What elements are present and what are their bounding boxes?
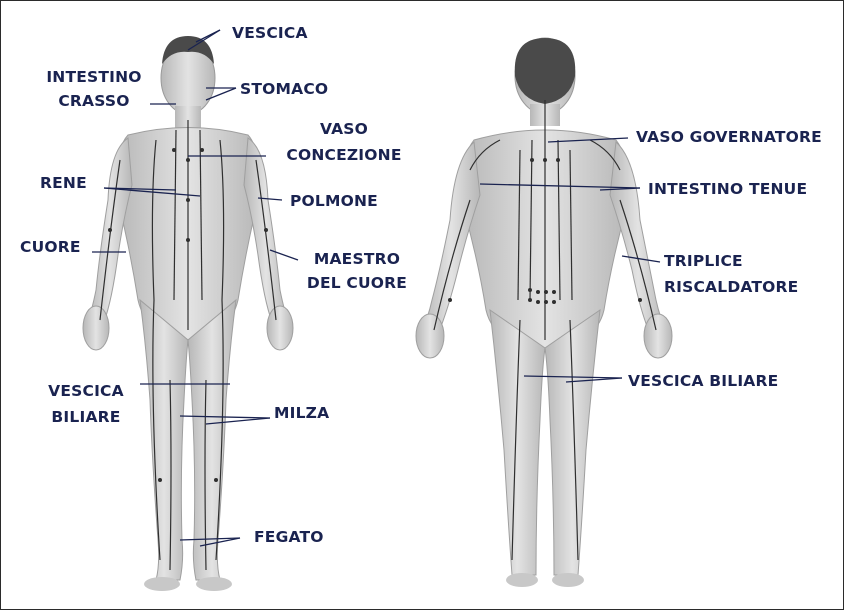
label-triplice-line2: RISCALDATORE — [664, 276, 798, 298]
label-maestro-line1: MAESTRO — [296, 248, 418, 270]
label-vescica-biliare-front-line1: VESCICA — [36, 380, 136, 402]
label-intestino-tenue: INTESTINO TENUE — [648, 178, 807, 200]
label-vescica: VESCICA — [232, 22, 308, 44]
front-body — [83, 36, 293, 591]
label-stomaco: STOMACO — [240, 78, 328, 100]
label-vescica-biliare-front-line2: BILIARE — [36, 406, 136, 428]
label-triplice-line1: TRIPLICE — [664, 250, 743, 272]
label-fegato: FEGATO — [254, 526, 324, 548]
label-vaso-concezione-line2: CONCEZIONE — [282, 144, 406, 166]
label-rene: RENE — [40, 172, 87, 194]
label-cuore: CUORE — [20, 236, 81, 258]
label-intestino-crasso-line1: INTESTINO — [42, 66, 146, 88]
label-milza: MILZA — [274, 402, 329, 424]
label-intestino-crasso-line2: CRASSO — [42, 90, 146, 112]
label-vaso-governatore: VASO GOVERNATORE — [636, 126, 822, 148]
label-vaso-concezione-line1: VASO — [282, 118, 406, 140]
label-polmone: POLMONE — [290, 190, 378, 212]
label-vescica-biliare-back: VESCICA BILIARE — [628, 370, 778, 392]
back-body — [416, 38, 672, 587]
label-maestro-line2: DEL CUORE — [296, 272, 418, 294]
